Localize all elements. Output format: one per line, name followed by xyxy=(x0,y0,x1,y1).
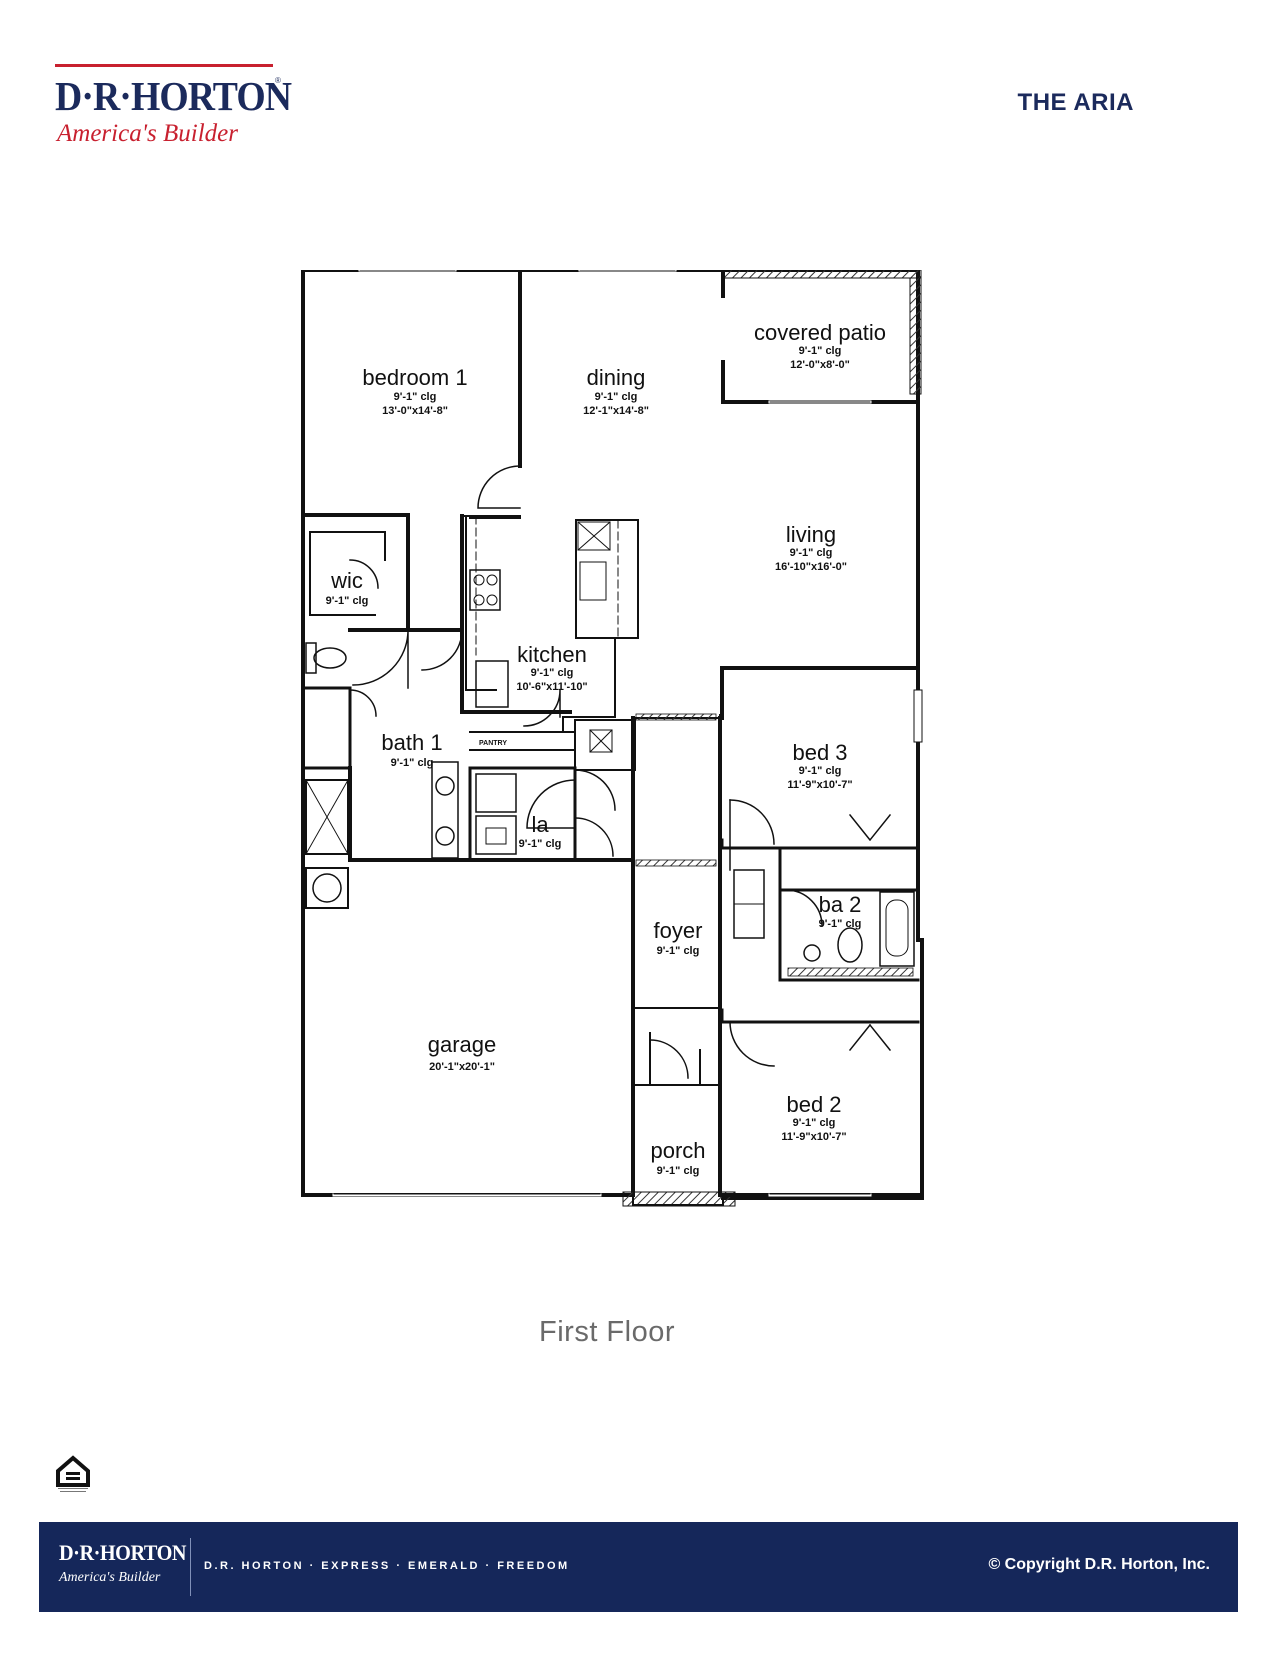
label-bath1: bath 1 xyxy=(381,730,442,755)
plan-name: THE ARIA xyxy=(1017,89,1134,116)
label-bed3: bed 3 xyxy=(792,740,847,765)
footer-brands-line: D.R. HORTON · EXPRESS · EMERALD · FREEDO… xyxy=(204,1560,570,1572)
label-porch: porch xyxy=(650,1138,705,1163)
label-living: living xyxy=(786,522,836,547)
label-garage-size: 20'-1"x20'-1" xyxy=(429,1061,495,1073)
footer-logo-brand: D·R·HORTON xyxy=(59,1540,187,1565)
label-dining: dining xyxy=(587,365,646,390)
equal-housing-icon xyxy=(54,1454,92,1494)
label-bedroom1-ceiling: 9'-1" clg xyxy=(394,391,437,403)
label-bed2: bed 2 xyxy=(786,1092,841,1117)
logo-tagline: America's Builder xyxy=(57,120,239,147)
label-foyer-ceiling: 9'-1" clg xyxy=(657,945,700,957)
logo-rule xyxy=(55,64,273,67)
label-laundry-ceiling: 9'-1" clg xyxy=(519,838,562,850)
footer-copyright: © Copyright D.R. Horton, Inc. xyxy=(988,1556,1210,1573)
footer-logo-tagline: America's Builder xyxy=(59,1570,161,1585)
label-covered-patio: covered patio xyxy=(754,320,886,345)
label-laundry: la xyxy=(531,812,549,837)
footer-divider xyxy=(190,1538,191,1596)
label-covered-patio-ceiling: 9'-1" clg xyxy=(799,345,842,357)
label-garage: garage xyxy=(428,1032,497,1057)
label-bath1-ceiling: 9'-1" clg xyxy=(391,757,434,769)
footer-bar: D·R·HORTON America's Builder D.R. HORTON… xyxy=(39,1522,1238,1612)
label-covered-patio-size: 12'-0"x8'-0" xyxy=(790,359,850,371)
logo-brand-text: D·R·HORTON xyxy=(55,73,292,119)
label-porch-ceiling: 9'-1" clg xyxy=(657,1165,700,1177)
label-kitchen: kitchen xyxy=(517,642,587,667)
label-ba2: ba 2 xyxy=(819,892,862,917)
label-bed3-ceiling: 9'-1" clg xyxy=(799,765,842,777)
label-kitchen-ceiling: 9'-1" clg xyxy=(531,667,574,679)
floor-plan: bedroom 1 9'-1" clg 13'-0"x14'-8" dining… xyxy=(290,270,990,1320)
floor-plan-drawing: bedroom 1 9'-1" clg 13'-0"x14'-8" dining… xyxy=(301,270,924,1207)
label-living-ceiling: 9'-1" clg xyxy=(790,547,833,559)
label-bed2-ceiling: 9'-1" clg xyxy=(793,1117,836,1129)
label-dining-size: 12'-1"x14'-8" xyxy=(583,405,649,417)
label-bed2-size: 11'-9"x10'-7" xyxy=(781,1131,846,1143)
label-pantry: PANTRY xyxy=(479,740,507,747)
label-dining-ceiling: 9'-1" clg xyxy=(595,391,638,403)
label-kitchen-size: 10'-6"x11'-10" xyxy=(516,681,587,693)
label-bed3-size: 11'-9"x10'-7" xyxy=(787,779,852,791)
floor-caption: First Floor xyxy=(0,1316,1284,1349)
floor-caption-text: First Floor xyxy=(539,1316,675,1348)
label-ba2-ceiling: 9'-1" clg xyxy=(819,918,862,930)
drhorton-logo: D·R·HORTON ® America's Builder xyxy=(55,58,292,148)
label-wic: wic xyxy=(330,568,363,593)
label-bedroom1: bedroom 1 xyxy=(362,365,467,390)
label-bedroom1-size: 13'-0"x14'-8" xyxy=(382,405,448,417)
label-living-size: 16'-10"x16'-0" xyxy=(775,561,847,573)
label-wic-ceiling: 9'-1" clg xyxy=(326,595,369,607)
registered-mark: ® xyxy=(275,76,281,85)
label-foyer: foyer xyxy=(654,918,703,943)
